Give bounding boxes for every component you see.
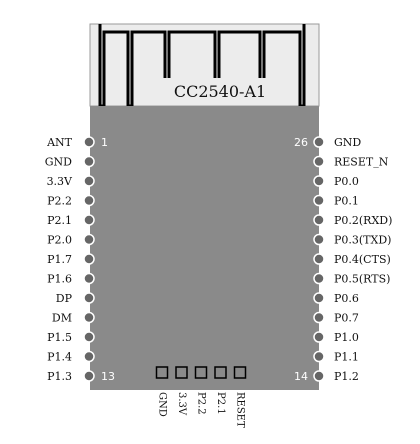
left-pin-label: P1.4 <box>47 351 72 364</box>
right-pin-pad <box>313 214 325 226</box>
left-pin-pad <box>83 311 95 324</box>
left-pin-pad <box>83 331 95 343</box>
right-pin-label: P0.7 <box>334 312 359 325</box>
right-pin-pad <box>313 233 325 246</box>
right-pin-pad <box>313 370 325 382</box>
right-pin-label: P0.6 <box>334 292 359 305</box>
left-pin-label: P1.3 <box>47 370 72 383</box>
bottom-pin-label: 3.3V <box>176 392 187 416</box>
right-pin-pad <box>313 272 325 285</box>
left-pin-label: P1.6 <box>47 273 72 286</box>
right-pin-column: GND RESET_N P0.0P0.1P0.2(RXD) P0.3(TXD) P0.4… <box>313 136 392 383</box>
pin-number-14: 14 <box>294 370 308 383</box>
bottom-pin-label: P2.2 <box>196 392 207 415</box>
right-pin-label: P1.2 <box>334 370 359 383</box>
bottom-pin-pad <box>155 366 169 379</box>
right-pin-pad <box>313 136 325 148</box>
module-body <box>90 106 319 390</box>
bottom-pin-label: P2.1 <box>215 392 226 415</box>
chip-label-box <box>160 78 280 104</box>
pin-number-1: 1 <box>101 136 108 149</box>
left-pin-label: DP <box>56 292 73 305</box>
right-pin-pad <box>313 350 325 363</box>
left-pin-label: P2.0 <box>47 234 72 247</box>
left-pin-label: DM <box>52 312 72 325</box>
left-pin-pad <box>83 233 95 246</box>
left-pin-pad <box>83 194 95 207</box>
right-pin-pad <box>313 311 325 324</box>
bottom-pin-pad <box>214 366 227 379</box>
right-pin-label: RESET_N <box>334 156 389 169</box>
bottom-pin-pad <box>175 366 188 379</box>
right-pin-pad <box>313 175 325 187</box>
left-pin-pad <box>83 370 95 382</box>
right-pin-pad <box>313 155 325 168</box>
bottom-pin-label: RESET <box>235 392 246 428</box>
right-pin-label: P1.1 <box>334 351 359 364</box>
left-pin-label: 3.3V <box>47 175 73 188</box>
left-pin-label: ANT <box>46 136 73 149</box>
chip-name: CC2540-A1 <box>174 82 266 101</box>
right-pin-pad <box>313 292 325 304</box>
left-pin-label: P2.2 <box>47 195 72 208</box>
pin-number-26: 26 <box>294 136 308 149</box>
left-pin-pad <box>83 253 95 265</box>
left-pin-pad <box>83 155 95 168</box>
pin-number-13: 13 <box>101 370 115 383</box>
left-pin-pad <box>83 272 95 285</box>
right-pin-pad <box>313 331 325 343</box>
left-pin-pad <box>83 350 95 363</box>
antenna-trace <box>98 24 306 108</box>
right-pin-label: P1.0 <box>334 331 359 344</box>
right-pin-label: P0.0 <box>334 175 359 188</box>
left-pin-label: P2.1 <box>47 214 72 227</box>
right-pin-pad <box>313 194 325 207</box>
right-pin-label: GND <box>334 136 361 149</box>
bottom-pin-pad <box>194 366 208 379</box>
right-pin-label: P0.5(RTS) <box>334 273 390 286</box>
bottom-pin-row: GND 3.3V P2.2 P2.1 RESET <box>155 366 247 428</box>
bottom-pin-label: GND <box>157 392 168 417</box>
left-pin-pad <box>83 175 95 187</box>
right-pin-label: P0.4(CTS) <box>334 253 391 266</box>
left-pin-label: P1.5 <box>47 331 72 344</box>
right-pin-label: P0.1 <box>334 195 359 208</box>
left-pin-label: P1.7 <box>47 253 72 266</box>
left-pin-pad <box>83 292 95 304</box>
right-pin-label: P0.3(TXD) <box>334 234 391 247</box>
left-pin-column: ANT GND 3.3V P2.2P2.1P2.0P1.7P1.6DP DM P1.5P1… <box>45 136 95 383</box>
right-pin-pad <box>313 253 325 265</box>
left-pin-pad <box>83 214 95 226</box>
left-pin-label: GND <box>45 156 72 169</box>
bottom-pin-pad <box>233 366 247 379</box>
right-pin-label: P0.2(RXD) <box>334 214 392 227</box>
left-pin-pad <box>83 136 95 148</box>
